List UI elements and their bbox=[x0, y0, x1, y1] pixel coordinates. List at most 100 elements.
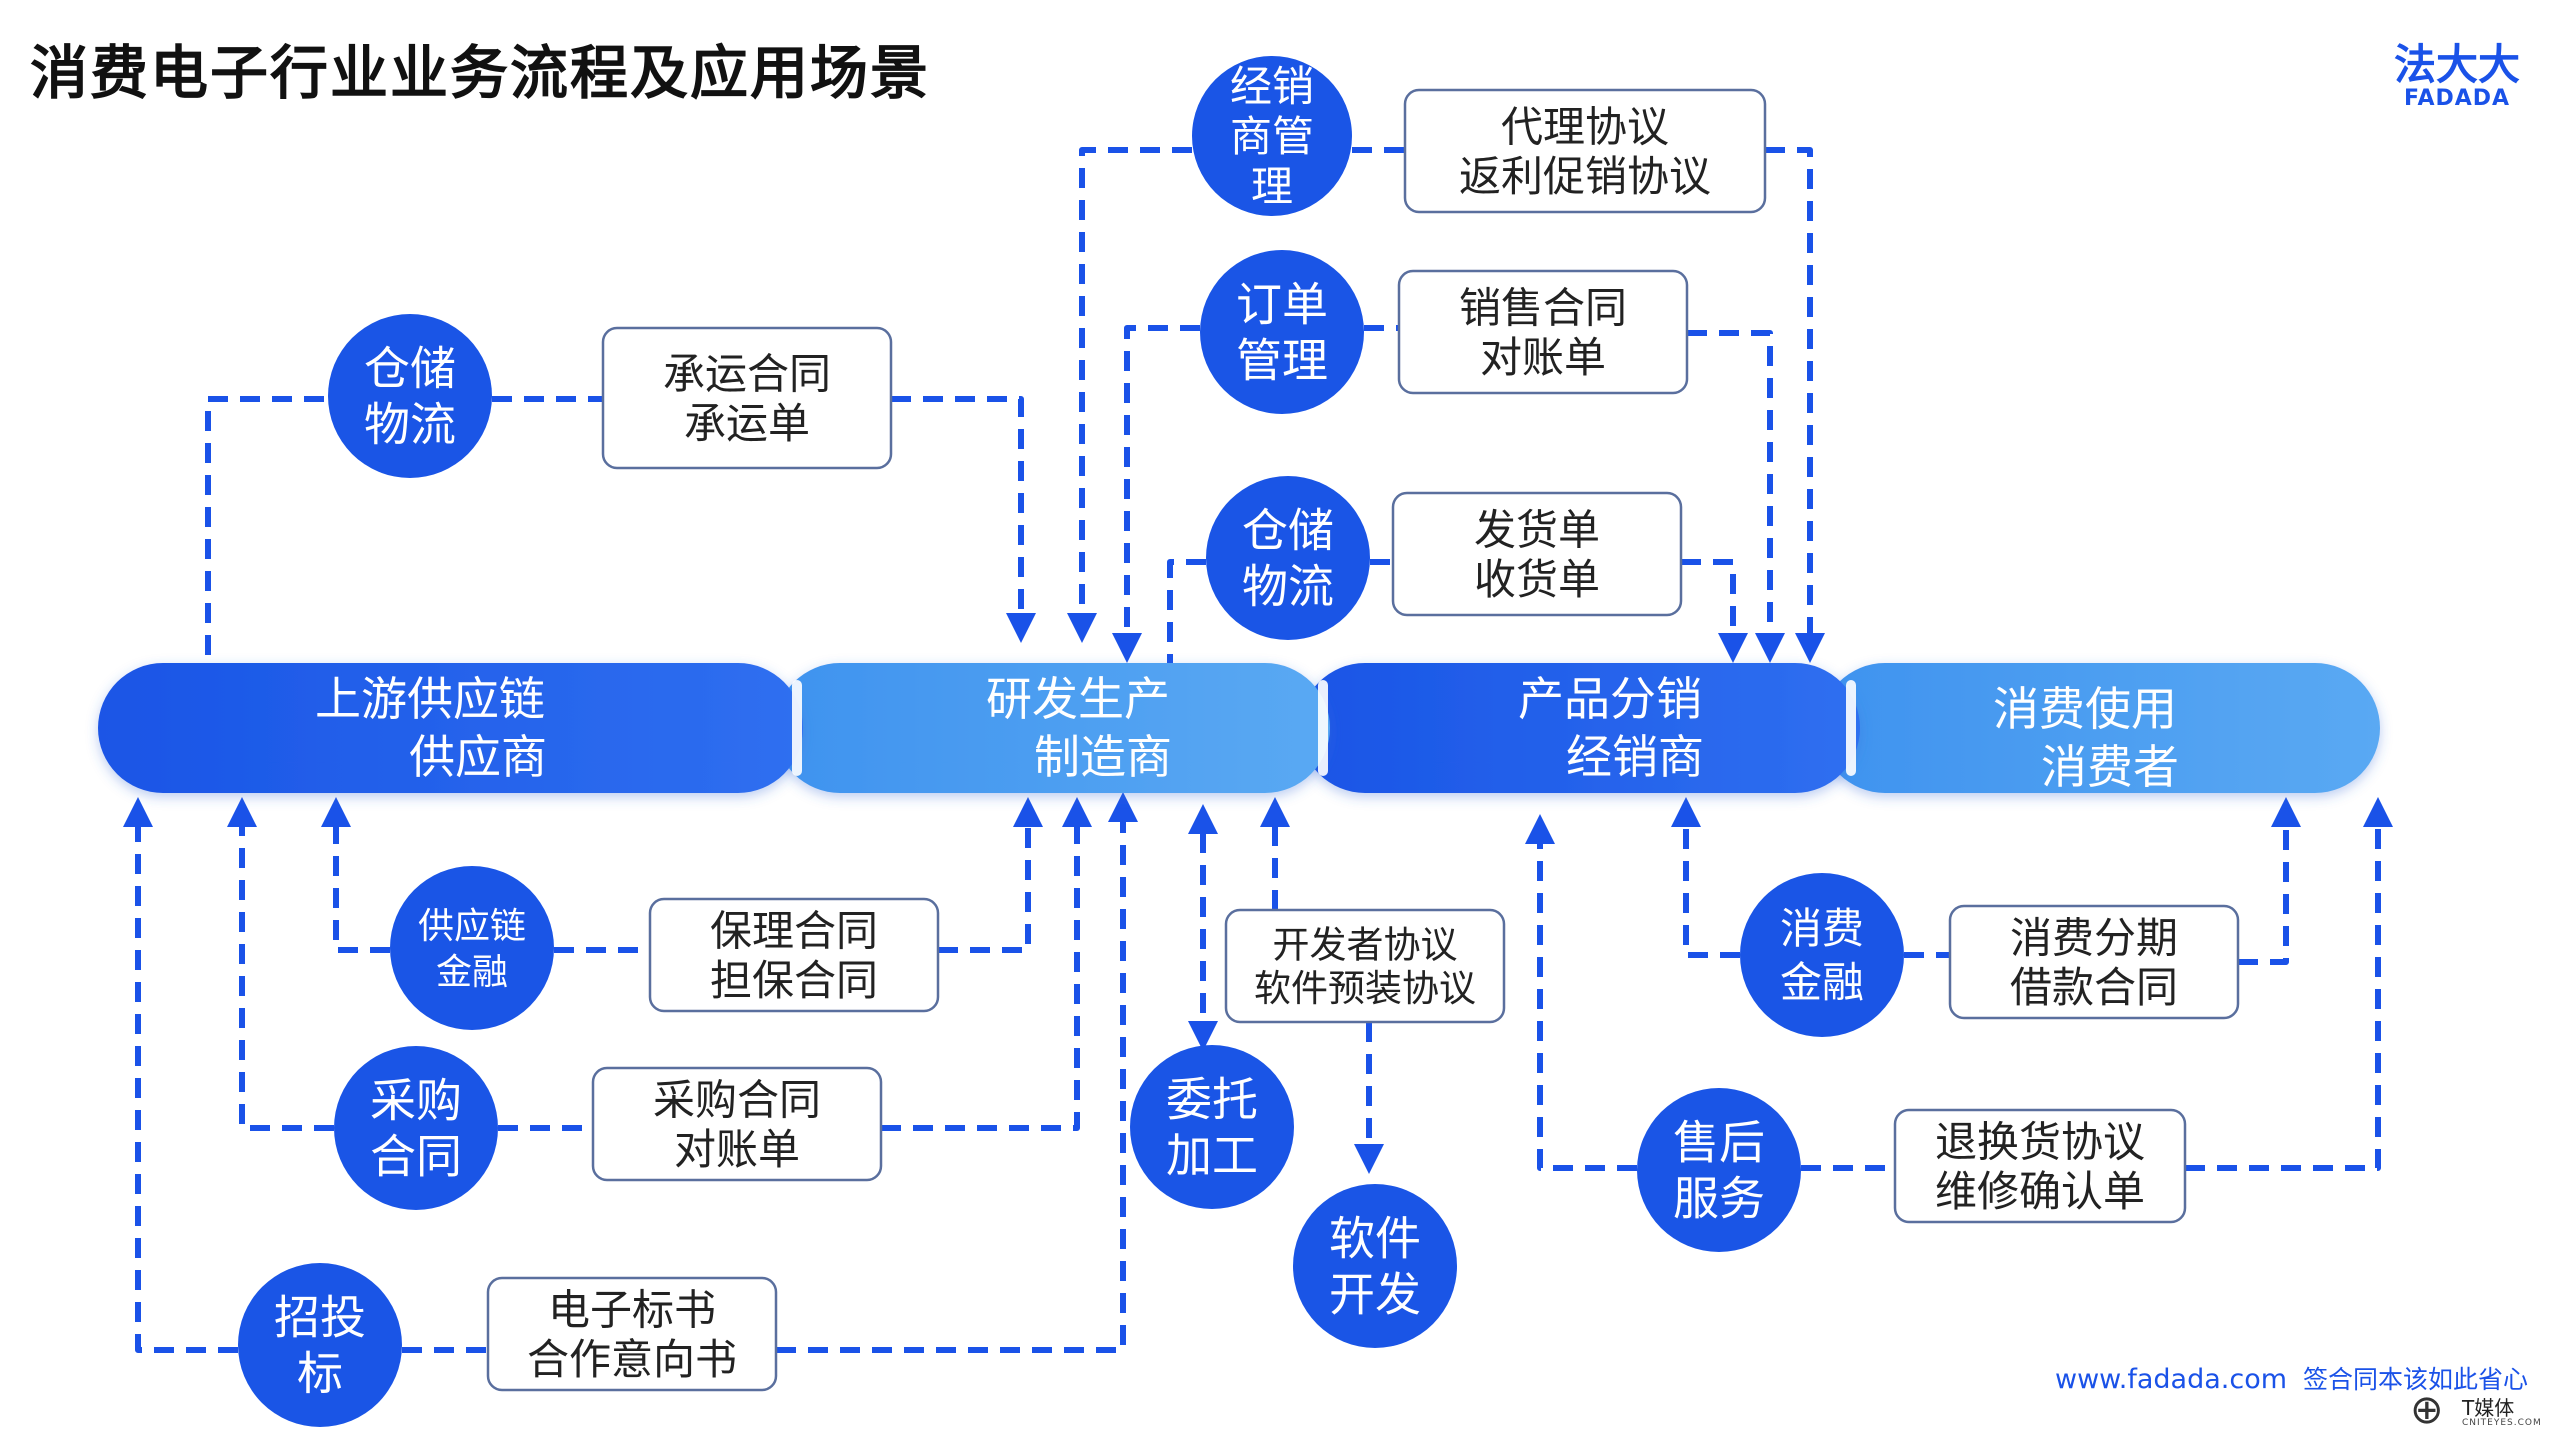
document-line: 软件预装协议 bbox=[1254, 967, 1476, 1010]
connector-17 bbox=[881, 797, 1092, 1131]
document-box-frame bbox=[486, 1276, 778, 1392]
document-box-frame bbox=[601, 326, 893, 470]
scenario-circle-shape bbox=[328, 314, 492, 478]
scenario-circle-label: 管理 bbox=[1236, 334, 1328, 388]
document-line: 开发者协议 bbox=[1273, 923, 1458, 966]
logo-en: FADADA bbox=[2403, 86, 2511, 111]
scenario-circle-label: 合同 bbox=[370, 1130, 462, 1184]
scenario-circle: 采购合同 bbox=[334, 1046, 498, 1210]
document-line: 借款合同 bbox=[2010, 963, 2178, 1012]
document-line: 收货单 bbox=[1474, 555, 1600, 604]
document-box-frame bbox=[591, 1066, 883, 1182]
scenario-circle-label: 订单 bbox=[1236, 278, 1328, 332]
scenario-circle-shape bbox=[334, 1046, 498, 1210]
connector-14 bbox=[938, 797, 1043, 953]
connector-3 bbox=[1067, 147, 1192, 643]
connector-5 bbox=[1765, 147, 1825, 663]
connector-26 bbox=[2238, 797, 2301, 965]
scenario-circle-label: 金融 bbox=[436, 952, 508, 993]
logo-cn: 法大大 bbox=[2393, 40, 2520, 89]
scenario-circle-label: 服务 bbox=[1673, 1172, 1765, 1226]
scenario-circle-label: 采购 bbox=[370, 1074, 462, 1128]
scenario-circle-shape bbox=[1740, 873, 1904, 1037]
scenario-circle-shape bbox=[1293, 1184, 1457, 1348]
connector-lines bbox=[123, 147, 2393, 1353]
watermark: ⊕ T媒体 CNITEYES.COM bbox=[2410, 1390, 2550, 1436]
scenario-circle-label: 软件 bbox=[1329, 1212, 1421, 1266]
page-title: 消费电子行业业务流程及应用场景 bbox=[30, 39, 931, 107]
scenario-circle-label: 经销 bbox=[1230, 62, 1314, 111]
document-line: 退换货协议 bbox=[1935, 1117, 2145, 1166]
scenario-circle-shape bbox=[390, 866, 554, 1030]
stage-consumer: 消费使用 消费者 bbox=[1820, 663, 2380, 794]
document-line: 维修确认单 bbox=[1935, 1167, 2145, 1216]
document-box-frame bbox=[1948, 904, 2240, 1020]
document-box-frame bbox=[648, 897, 940, 1013]
scenario-circle-shape bbox=[1192, 56, 1352, 216]
connector-11 bbox=[1681, 559, 1748, 663]
connector-9 bbox=[1167, 559, 1206, 667]
scenario-circle-shape bbox=[238, 1263, 402, 1427]
connector-27 bbox=[1525, 814, 1637, 1171]
stage-manufacturing-line2: 制造商 bbox=[1034, 730, 1172, 784]
document-box-frame bbox=[1224, 908, 1506, 1024]
document-box-frame bbox=[1893, 1108, 2187, 1224]
document-line: 保理合同 bbox=[710, 906, 878, 955]
scenario-circle: 招投标 bbox=[238, 1263, 402, 1427]
scenario-circle-label: 标 bbox=[297, 1347, 343, 1401]
document-line: 采购合同 bbox=[653, 1075, 821, 1124]
footer-slogan: 签合同本该如此省心 bbox=[2303, 1365, 2529, 1394]
stage-supplier-line2: 供应商 bbox=[409, 730, 547, 784]
scenario-circle-label: 供应链 bbox=[418, 906, 526, 947]
document-line: 承运合同 bbox=[663, 349, 831, 398]
scenario-circle-shape bbox=[1130, 1045, 1294, 1209]
scenario-circle-label: 物流 bbox=[364, 398, 456, 452]
scenario-circle-label: 消费 bbox=[1780, 904, 1864, 953]
connector-8 bbox=[1687, 330, 1785, 663]
scenario-circle-shape bbox=[1637, 1088, 1801, 1252]
watermark-en: CNITEYES.COM bbox=[2462, 1418, 2542, 1428]
document-line: 发货单 bbox=[1474, 505, 1600, 554]
connector-6 bbox=[1112, 325, 1200, 663]
document-line: 代理协议 bbox=[1501, 102, 1669, 151]
connector-0 bbox=[205, 396, 328, 655]
document-line: 返利促销协议 bbox=[1459, 152, 1711, 201]
stage-distribution: 产品分销 经销商 bbox=[1300, 663, 1860, 793]
watermark-cn: T媒体 bbox=[2462, 1396, 2515, 1420]
stage-manufacturing-line1: 研发生产 bbox=[986, 672, 1170, 726]
document-box-frame bbox=[1403, 88, 1767, 214]
scenario-circle-shape bbox=[1206, 476, 1370, 640]
footer-url[interactable]: www.fadada.com bbox=[2055, 1364, 2288, 1395]
document-line: 合作意向书 bbox=[527, 1335, 737, 1384]
stage-distribution-line1: 产品分销 bbox=[1518, 672, 1702, 726]
scenario-circle-label: 委托 bbox=[1166, 1073, 1258, 1127]
document-box-frame bbox=[1391, 491, 1683, 617]
stage-manufacturing: 研发生产 制造商 bbox=[775, 663, 1330, 793]
scenario-circle-label: 售后 bbox=[1673, 1116, 1765, 1170]
stage-consumer-line1: 消费使用 bbox=[1993, 682, 2177, 736]
scenario-circle-label: 仓储 bbox=[1242, 504, 1334, 558]
connector-20 bbox=[776, 792, 1138, 1353]
stage-supplier: 上游供应链 供应商 bbox=[98, 663, 803, 793]
scenario-circles: 经销商管理订单管理仓储物流仓储物流供应链金融采购合同招投标委托加工软件开发消费金… bbox=[238, 56, 1904, 1427]
footer: www.fadada.com 签合同本该如此省心 bbox=[2055, 1360, 2528, 1396]
stage-distribution-line2: 经销商 bbox=[1566, 730, 1704, 784]
document-line: 对账单 bbox=[1480, 333, 1606, 382]
document-line: 电子标书 bbox=[548, 1285, 716, 1334]
stage-supplier-line1: 上游供应链 bbox=[315, 672, 545, 726]
